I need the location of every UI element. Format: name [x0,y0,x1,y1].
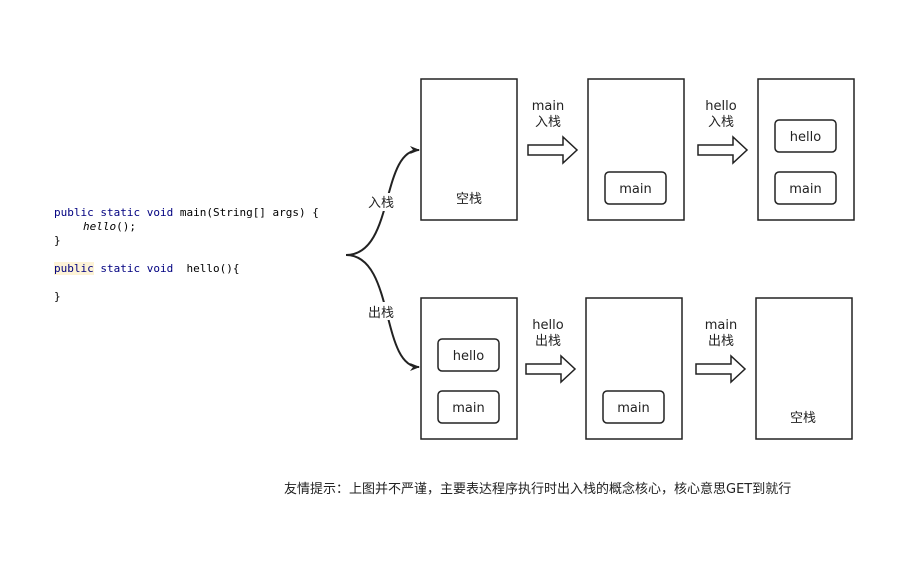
top-arrow-1-label-1: main [532,99,564,114]
stack-frame-main [437,390,500,424]
code-method-call: hello [83,220,117,233]
footnote: 友情提示：上图并不严谨，主要表达程序执行时出入栈的概念核心，核心意思GET到就行 [284,482,792,497]
stack-frame-main [602,390,665,424]
stack-frame-main-label: main [789,182,821,197]
code-line-hello-signature: public static void hello(){ [54,262,239,276]
code-keyword: public static void [54,206,174,219]
top-arrow-2-label-2: 入栈 [708,115,734,130]
bottom-arrow-1-label-1: hello [532,318,563,333]
code-text: hello(){ [173,262,240,275]
bottom-arrow-2-label-2: 出栈 [708,334,734,349]
stack-frame-hello-label: hello [453,349,484,364]
code-text: (); [116,220,136,233]
code-text: main(String[] args) { [173,206,319,219]
bottom-arrow-1-label-2: 出栈 [535,334,561,349]
bottom-arrow-2 [695,354,747,384]
pop-branch-label: 出栈 [368,306,394,321]
stack-frame-main-label: main [617,401,649,416]
push-branch-label: 入栈 [368,196,394,211]
stack-frame-hello-label: hello [790,130,821,145]
stack-frame-main [604,171,667,205]
code-line-close-brace: } [54,234,61,247]
top-arrow-1-label-2: 入栈 [535,115,561,130]
stack-frame-hello [774,119,837,153]
top-stack-empty-label: 空栈 [456,192,482,207]
bottom-arrow-1 [525,354,577,384]
top-stack-empty [420,78,518,221]
top-arrow-2-label-1: hello [705,99,736,114]
code-keyword: static void [93,262,174,275]
top-arrow-1 [527,135,579,165]
stack-frame-main-label: main [619,182,651,197]
stack-frame-main [774,171,837,205]
bottom-arrow-2-label-1: main [705,318,737,333]
code-keyword-public: public [54,262,94,275]
top-arrow-2 [697,135,749,165]
stack-frame-hello [437,338,500,372]
code-line-main-signature: public static void main(String[] args) { [54,206,319,220]
code-line-hello-call: hello(); [83,220,136,234]
bottom-stack-empty [755,297,853,440]
code-line-close-brace-2: } [54,290,61,303]
stack-frame-main-label: main [452,401,484,416]
bottom-stack-empty-label: 空栈 [790,411,816,426]
